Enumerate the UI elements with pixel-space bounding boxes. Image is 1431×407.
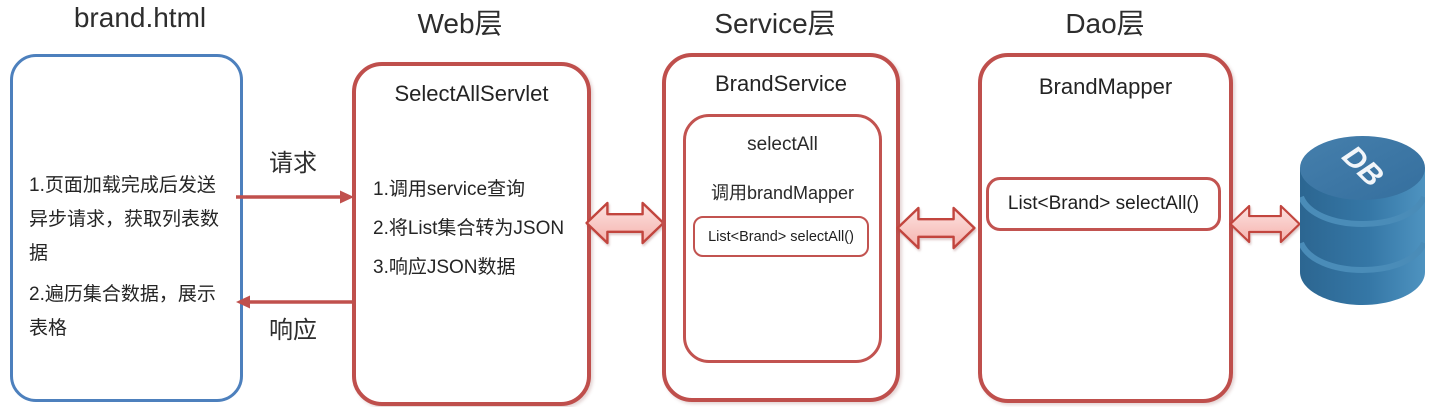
database-icon: DB [1298, 135, 1427, 305]
web-step-2: 2.将List集合转为JSON [373, 218, 565, 239]
web-step-1: 1.调用service查询 [373, 179, 526, 200]
dao-layer-box: BrandMapper List<Brand> selectAll() [978, 53, 1233, 403]
header-browser-page: brand.html [73, 2, 207, 33]
service-layer-box: BrandService selectAll 调用brandMapper Lis… [662, 53, 900, 402]
dao-box-title: BrandMapper [1038, 74, 1173, 99]
service-box-title: BrandService [714, 71, 848, 96]
service-method-call: 调用brandMapper [710, 183, 855, 203]
browser-note-1: 1.页面加载完成后发送异步请求，获取列表数据 [29, 175, 220, 264]
web-box-title: SelectAllServlet [394, 81, 549, 106]
database-cylinder: DB [1298, 136, 1427, 305]
response-label: 响应 [269, 317, 317, 344]
service-method-signature-box: List<Brand> selectAll() [693, 216, 869, 257]
request-arrow-icon [236, 190, 354, 204]
service-dao-bidirectional-arrow-icon [896, 206, 976, 250]
dao-method-signature: List<Brand> selectAll() [1007, 193, 1200, 214]
header-dao-layer: Dao层 [1065, 8, 1145, 39]
dao-method-signature-box: List<Brand> selectAll() [986, 177, 1221, 231]
browser-page-notes: 1.页面加载完成后发送异步请求，获取列表数据 2.遍历集合数据，展示表格 [29, 169, 231, 346]
header-web-layer: Web层 [417, 8, 503, 39]
browser-note-2: 2.遍历集合数据，展示表格 [29, 284, 216, 339]
web-layer-box: SelectAllServlet 1.调用service查询 2.将List集合… [352, 62, 591, 406]
dao-db-bidirectional-arrow-icon [1229, 204, 1301, 244]
service-method-name: selectAll [747, 134, 818, 155]
header-service-layer: Service层 [714, 8, 836, 39]
service-method-signature: List<Brand> selectAll() [708, 228, 854, 245]
web-steps: 1.调用service查询 2.将List集合转为JSON 3.响应JSON数据 [373, 170, 564, 287]
service-method-box: selectAll 调用brandMapper List<Brand> sele… [683, 114, 882, 363]
web-service-bidirectional-arrow-icon [585, 201, 665, 245]
web-step-3: 3.响应JSON数据 [373, 257, 516, 278]
browser-page-box: 1.页面加载完成后发送异步请求，获取列表数据 2.遍历集合数据，展示表格 [10, 54, 243, 402]
response-arrow-icon [236, 295, 354, 309]
request-label: 请求 [269, 150, 317, 177]
